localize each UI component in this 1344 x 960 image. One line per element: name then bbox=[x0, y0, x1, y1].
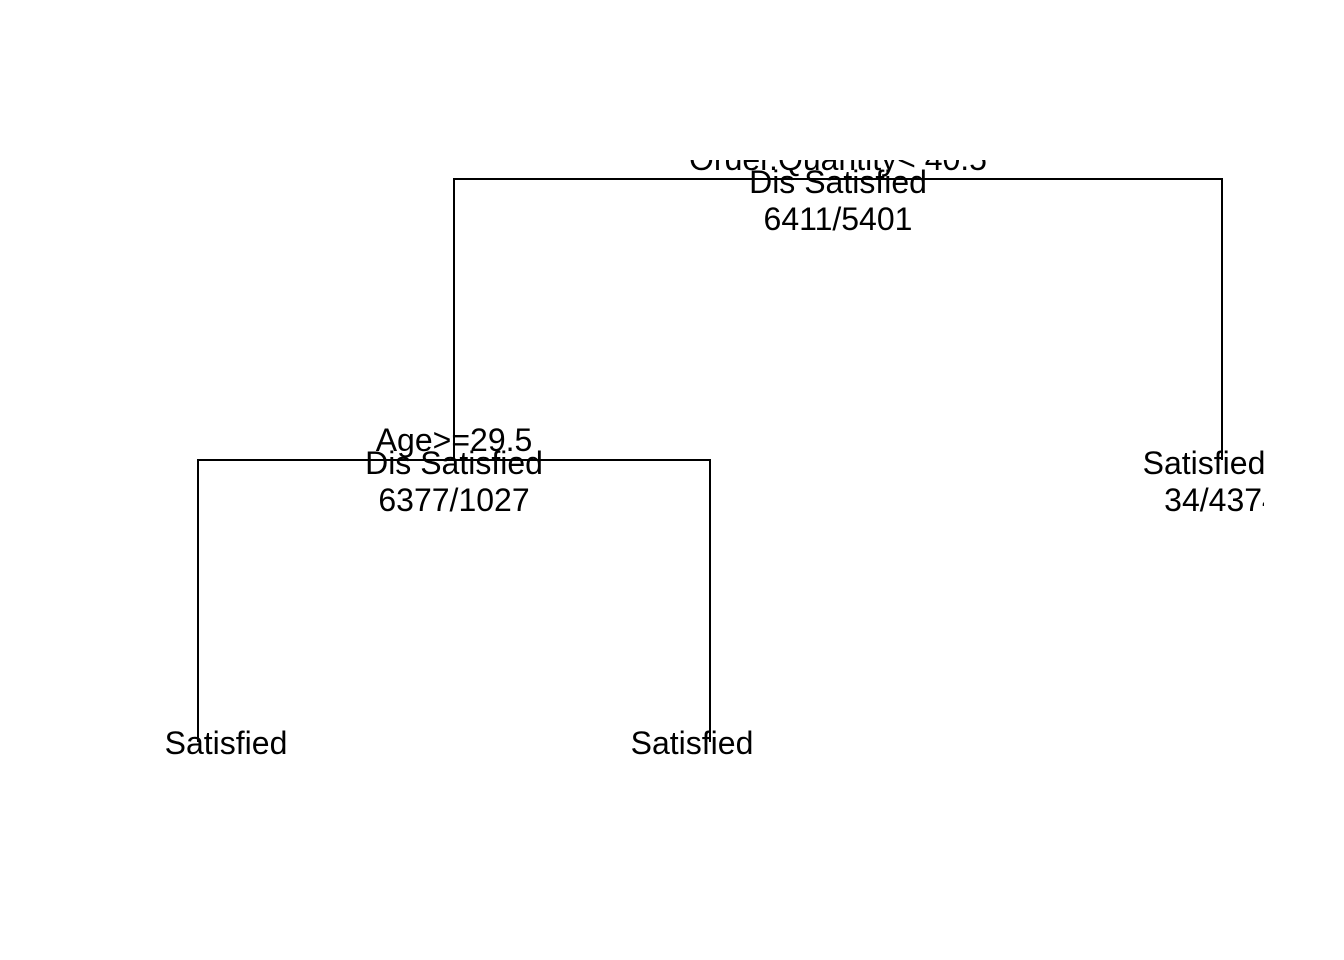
right-leaf-counts-label: 34/4374 bbox=[1164, 482, 1264, 518]
left-right-leaf-class-label: Satisfied bbox=[631, 725, 754, 761]
left-left-leaf-class-label: Satisfied bbox=[165, 725, 288, 761]
left-counts-label: 6377/1027 bbox=[378, 482, 529, 518]
root-split-label: Order.Quantity< 40.5 bbox=[689, 160, 987, 177]
root-class-label: Dis Satisfied bbox=[749, 164, 927, 200]
left-split-label: Age>=29.5 bbox=[376, 422, 533, 458]
plot-region: Order.Quantity< 40.5 Dis Satisfied 6411/… bbox=[0, 160, 1264, 800]
right-leaf-class-label: Satisfied bbox=[1143, 445, 1264, 481]
tree-canvas: Order.Quantity< 40.5 Dis Satisfied 6411/… bbox=[165, 160, 1264, 761]
edge-left bbox=[197, 459, 711, 742]
edge-root bbox=[453, 178, 1223, 460]
root-counts-label: 6411/5401 bbox=[764, 201, 913, 237]
left-class-label: Dis Satisfied bbox=[365, 445, 543, 481]
